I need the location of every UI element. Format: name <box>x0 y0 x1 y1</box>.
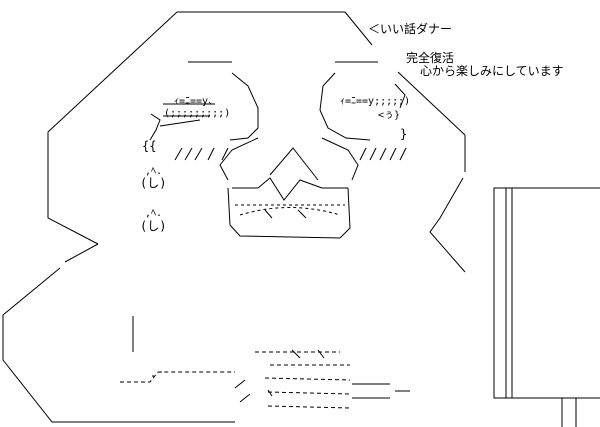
right-eye-lower: <ぅ} <box>378 110 400 121</box>
mouth-box <box>227 187 351 239</box>
left-eye-outline <box>229 72 259 141</box>
left-eye-hook <box>149 113 161 141</box>
right-cheek-mark: } <box>400 127 407 141</box>
mouth-teeth <box>235 204 345 216</box>
nose-bridge <box>269 147 319 181</box>
mouth-inner <box>257 177 323 201</box>
tear-drop-lower-top: ,ﾍ. <box>145 208 162 219</box>
fist-thumb <box>234 379 251 403</box>
right-eye-chars: ｨ=ﾆ==y;;;;;) <box>340 96 410 107</box>
tear-drop-upper: (し) <box>140 176 166 190</box>
right-eye-curve <box>394 83 406 109</box>
head-right-side <box>344 11 373 46</box>
hand-dots <box>152 371 162 377</box>
left-cheek-mark: {{ <box>142 139 156 153</box>
fist-arm <box>352 383 410 399</box>
desk-box <box>493 187 513 399</box>
fist-outline <box>255 351 351 409</box>
caption-line-1: 完全復活 <box>406 51 455 65</box>
head-left-chin <box>2 267 235 423</box>
mouth-marks <box>264 209 307 219</box>
right-eye-outline <box>319 72 371 141</box>
head-right-slope <box>397 71 466 136</box>
speech-text: ＜いい話ダナー <box>368 22 453 36</box>
left-cheek-shading <box>174 147 229 161</box>
tear-drop-lower: (し) <box>140 219 166 233</box>
right-cheek-shading <box>359 147 407 161</box>
hand-left <box>120 371 235 383</box>
nose-right <box>321 137 359 181</box>
fist-knuckles <box>267 349 325 397</box>
head-left-lower <box>64 243 99 263</box>
head-right-lower <box>429 177 466 273</box>
left-eye-line <box>159 119 201 127</box>
head-left-side <box>47 11 178 245</box>
caption-line-2: 心から楽しみにしています <box>420 64 564 78</box>
left-eye-inner <box>163 103 215 117</box>
tear-drop-upper-top: ,ﾍ. <box>145 166 162 177</box>
nose-left <box>219 137 259 181</box>
left-eye-lower: (;;;;;;;;;) <box>164 108 230 119</box>
left-eye-chars: ｨ=ﾆ==y、 <box>174 96 218 107</box>
